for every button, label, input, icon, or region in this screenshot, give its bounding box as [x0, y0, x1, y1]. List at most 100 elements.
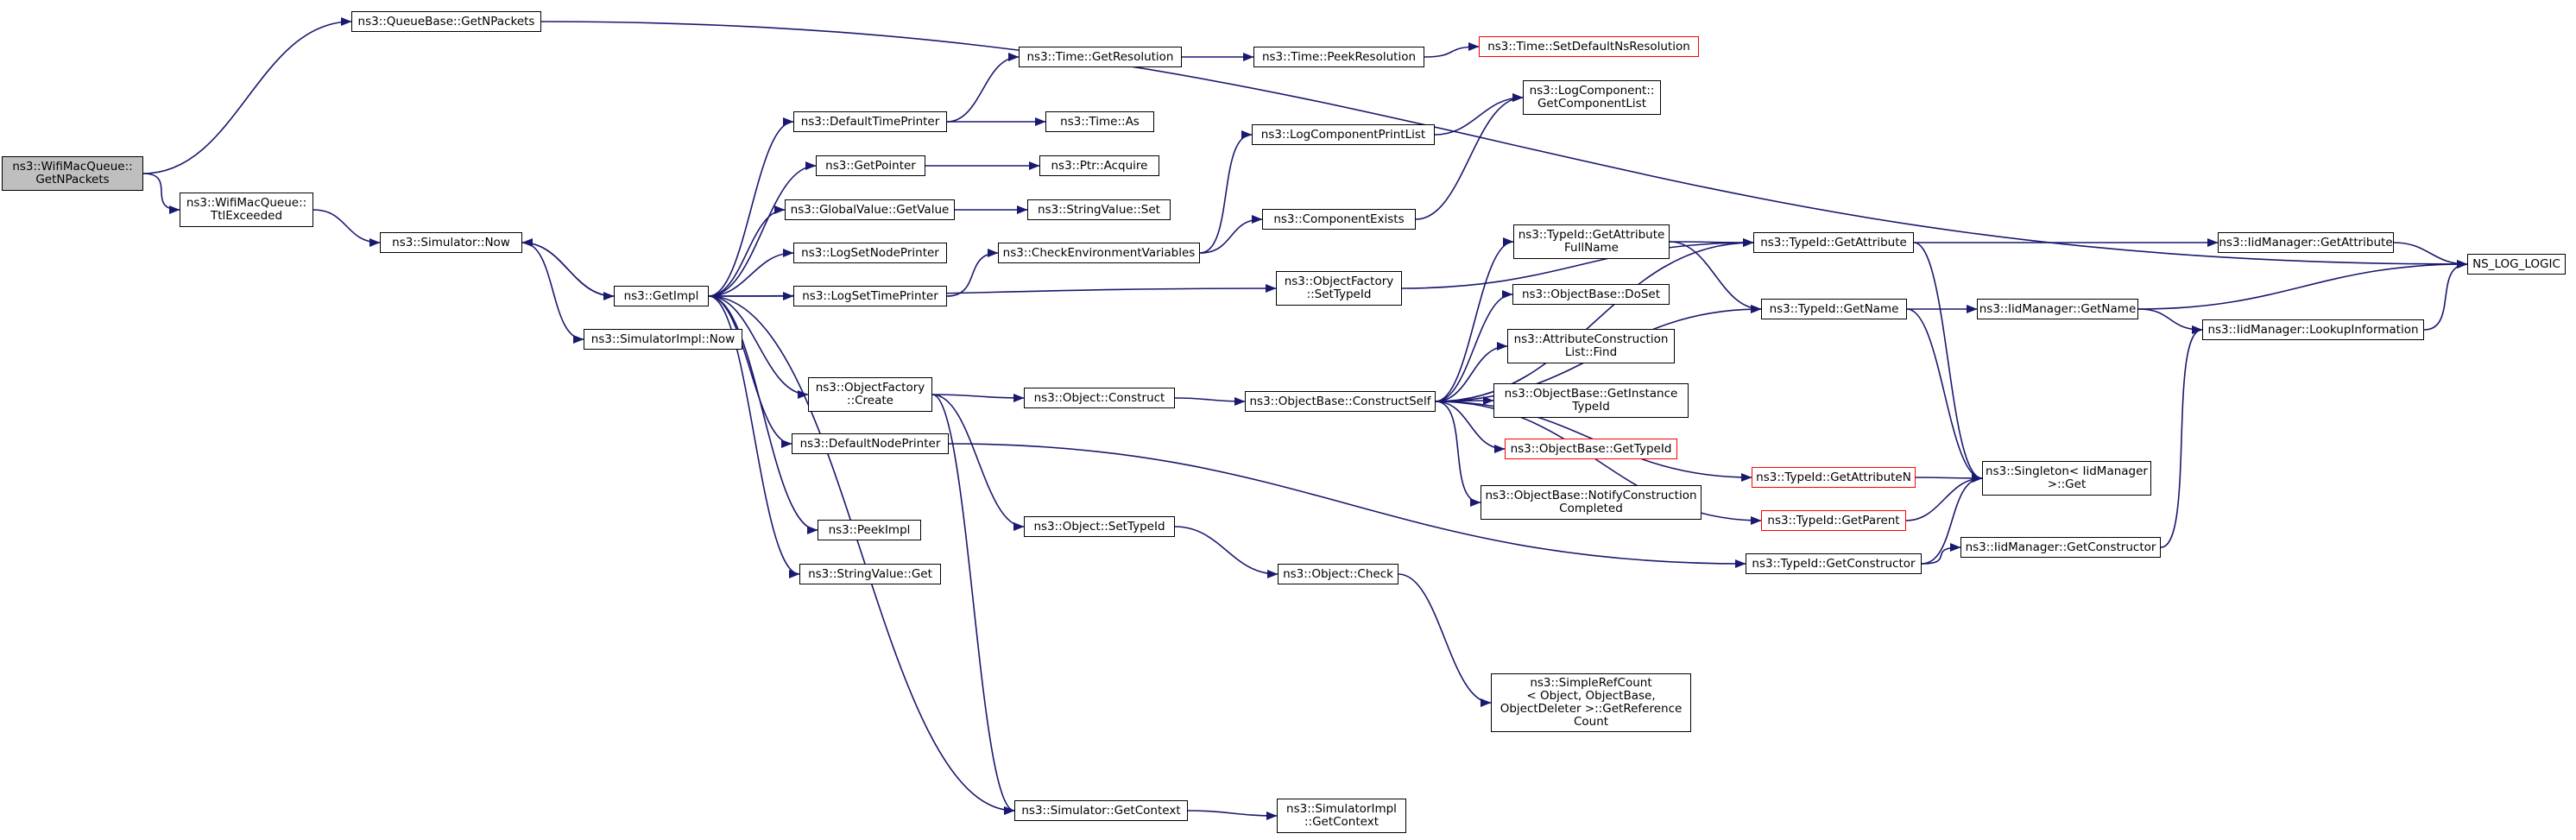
node-queuebase-getnpackets[interactable]: ns3::QueueBase::GetNPackets	[351, 11, 541, 32]
node-label: ns3::TypeId::GetParent	[1767, 513, 1900, 527]
node-object-construct[interactable]: ns3::Object::Construct	[1024, 388, 1175, 408]
node-label-line: ns3::IidManager::GetAttribute	[2219, 235, 2393, 249]
call-edge	[708, 295, 800, 579]
node-simulator-getcontext[interactable]: ns3::Simulator::GetContext	[1014, 800, 1188, 821]
call-edge	[1199, 214, 1263, 254]
node-label-line: ns3::TypeId::GetParent	[1767, 513, 1900, 527]
node-label: ns3::Time::GetResolution	[1026, 49, 1174, 64]
node-label-line: ns3::AttributeConstruction	[1513, 332, 1669, 346]
call-edge	[708, 248, 794, 297]
call-edge	[931, 394, 1025, 532]
node-singleton-iidmanager-get[interactable]: ns3::Singleton< IidManager>::Get	[1982, 461, 2151, 496]
call-edge	[2137, 308, 2203, 335]
call-edge	[521, 237, 615, 297]
node-label: ns3::IidManager::GetAttribute	[2219, 235, 2393, 249]
node-label-line: ns3::CheckEnvironmentVariables	[1002, 245, 1196, 260]
call-edge	[1435, 341, 1508, 402]
node-label-line: ns3::Time::SetDefaultNsResolution	[1487, 39, 1690, 54]
node-time-setdefaultnsresolution[interactable]: ns3::Time::SetDefaultNsResolution	[1479, 36, 1699, 57]
node-time-getresolution[interactable]: ns3::Time::GetResolution	[1019, 47, 1182, 67]
call-edge	[1435, 401, 1481, 508]
node-componentexists[interactable]: ns3::ComponentExists	[1262, 209, 1416, 230]
node-time-peekresolution[interactable]: ns3::Time::PeekResolution	[1253, 47, 1424, 67]
node-checkenvironmentvariables[interactable]: ns3::CheckEnvironmentVariables	[998, 243, 1200, 263]
node-label-line: ::Create	[847, 394, 893, 407]
node-label: ns3::LogSetTimePrinter	[802, 289, 938, 303]
node-object-settypeid[interactable]: ns3::Object::SetTypeId	[1024, 516, 1175, 537]
node-peekimpl[interactable]: ns3::PeekImpl	[818, 520, 921, 540]
node-objectbase-doset[interactable]: ns3::ObjectBase::DoSet	[1512, 284, 1670, 305]
node-wifimacqueue-ttlexceeded[interactable]: ns3::WifiMacQueue::TtlExceeded	[180, 193, 313, 227]
node-objectfactory-settypeid[interactable]: ns3::ObjectFactory::SetTypeId	[1276, 271, 1402, 306]
node-label-line: ns3::TypeId::GetAttributeN	[1756, 470, 1911, 484]
node-logcomponentprintlist[interactable]: ns3::LogComponentPrintList	[1252, 124, 1435, 145]
node-logsettimeprinter[interactable]: ns3::LogSetTimePrinter	[793, 286, 947, 306]
call-edge	[1669, 241, 1762, 314]
node-stringvalue-get[interactable]: ns3::StringValue::Get	[799, 564, 941, 584]
node-getpointer[interactable]: ns3::GetPointer	[816, 155, 925, 176]
call-edge	[1921, 542, 1961, 565]
node-logsetnodeprinter[interactable]: ns3::LogSetNodePrinter	[793, 243, 947, 263]
node-label-line: ns3::Object::SetTypeId	[1033, 519, 1165, 534]
node-typeid-getname[interactable]: ns3::TypeId::GetName	[1761, 299, 1907, 319]
node-label-line: ns3::Time::PeekResolution	[1261, 49, 1417, 64]
node-typeid-getattributen[interactable]: ns3::TypeId::GetAttributeN	[1752, 467, 1916, 488]
node-typeid-getconstructor[interactable]: ns3::TypeId::GetConstructor	[1746, 553, 1922, 574]
node-ptr-acquire[interactable]: ns3::Ptr::Acquire	[1039, 155, 1159, 176]
node-label-line: ns3::Time::GetResolution	[1026, 49, 1174, 64]
call-edge	[540, 21, 2468, 269]
node-label-line: ns3::GlobalValue::GetValue	[790, 202, 950, 217]
node-label-line: ns3::ComponentExists	[1273, 212, 1405, 226]
node-iidmanager-lookupinformation[interactable]: ns3::IidManager::LookupInformation	[2202, 319, 2424, 340]
call-edge	[1424, 41, 1480, 58]
node-objectbase-gettypeid[interactable]: ns3::ObjectBase::GetTypeId	[1505, 439, 1677, 459]
node-defaulttimeprinter[interactable]: ns3::DefaultTimePrinter	[793, 111, 947, 132]
node-label-line: ns3::WifiMacQueue::	[12, 160, 133, 174]
node-logcomponent-getcomponentlist[interactable]: ns3::LogComponent::GetComponentList	[1523, 80, 1661, 115]
node-stringvalue-set[interactable]: ns3::StringValue::Set	[1027, 199, 1171, 220]
node-label: ns3::GlobalValue::GetValue	[790, 202, 950, 217]
node-label: ns3::TypeId::GetName	[1770, 302, 1899, 316]
node-label-line: ::SetTypeId	[1306, 287, 1372, 301]
node-label: ns3::Time::PeekResolution	[1261, 49, 1417, 64]
call-edge	[1398, 573, 1492, 708]
node-label: ns3::DefaultTimePrinter	[801, 115, 940, 129]
node-simulatorimpl-getcontext[interactable]: ns3::SimulatorImpl::GetContext	[1277, 799, 1406, 833]
node-defaultnodeprinter[interactable]: ns3::DefaultNodePrinter	[792, 433, 949, 454]
node-typeid-getparent[interactable]: ns3::TypeId::GetParent	[1761, 510, 1906, 531]
node-label-line: TypeId	[1572, 400, 1610, 414]
node-iidmanager-getname[interactable]: ns3::IidManager::GetName	[1977, 299, 2138, 319]
node-object-check[interactable]: ns3::Object::Check	[1278, 564, 1398, 584]
node-globalvalue-getvalue[interactable]: ns3::GlobalValue::GetValue	[785, 199, 955, 220]
node-iidmanager-getconstructor[interactable]: ns3::IidManager::GetConstructor	[1960, 537, 2161, 558]
node-label-line: ns3::Object::Construct	[1033, 390, 1165, 405]
node-label-line: ns3::GetPointer	[825, 158, 916, 173]
node-simplerefcount-getreferencecount[interactable]: ns3::SimpleRefCount< Object, ObjectBase,…	[1491, 673, 1691, 732]
node-simulator-now[interactable]: ns3::Simulator::Now	[380, 232, 522, 253]
call-edge	[1915, 473, 1983, 483]
node-iidmanager-getattribute[interactable]: ns3::IidManager::GetAttribute	[2218, 232, 2394, 253]
call-edge	[708, 295, 818, 535]
node-wifimacqueue-getnpackets[interactable]: ns3::WifiMacQueue::GetNPackets	[2, 156, 143, 191]
node-label: ns3::ObjectFactory::SetTypeId	[1285, 275, 1394, 301]
node-objectbase-constructself[interactable]: ns3::ObjectBase::ConstructSelf	[1245, 391, 1436, 412]
node-time-as[interactable]: ns3::Time::As	[1045, 111, 1154, 132]
node-ns-log-logic[interactable]: NS_LOG_LOGIC	[2467, 254, 2566, 275]
call-edge	[142, 173, 180, 215]
node-getimpl[interactable]: ns3::GetImpl	[614, 286, 709, 306]
node-label: ns3::Object::Construct	[1033, 390, 1165, 405]
node-label-line: ns3::ObjectBase::ConstructSelf	[1249, 394, 1431, 408]
node-label-line: ns3::ObjectBase::NotifyConstruction	[1485, 489, 1697, 502]
node-label: ns3::SimpleRefCount< Object, ObjectBase,…	[1500, 677, 1683, 729]
node-label: ns3::SimulatorImpl::Now	[591, 332, 735, 346]
node-typeid-getattribute[interactable]: ns3::TypeId::GetAttribute	[1753, 232, 1914, 253]
node-simulatorimpl-now[interactable]: ns3::SimulatorImpl::Now	[584, 329, 742, 350]
node-objectfactory-create[interactable]: ns3::ObjectFactory::Create	[808, 377, 932, 412]
node-label-line: List::Find	[1564, 345, 1618, 359]
